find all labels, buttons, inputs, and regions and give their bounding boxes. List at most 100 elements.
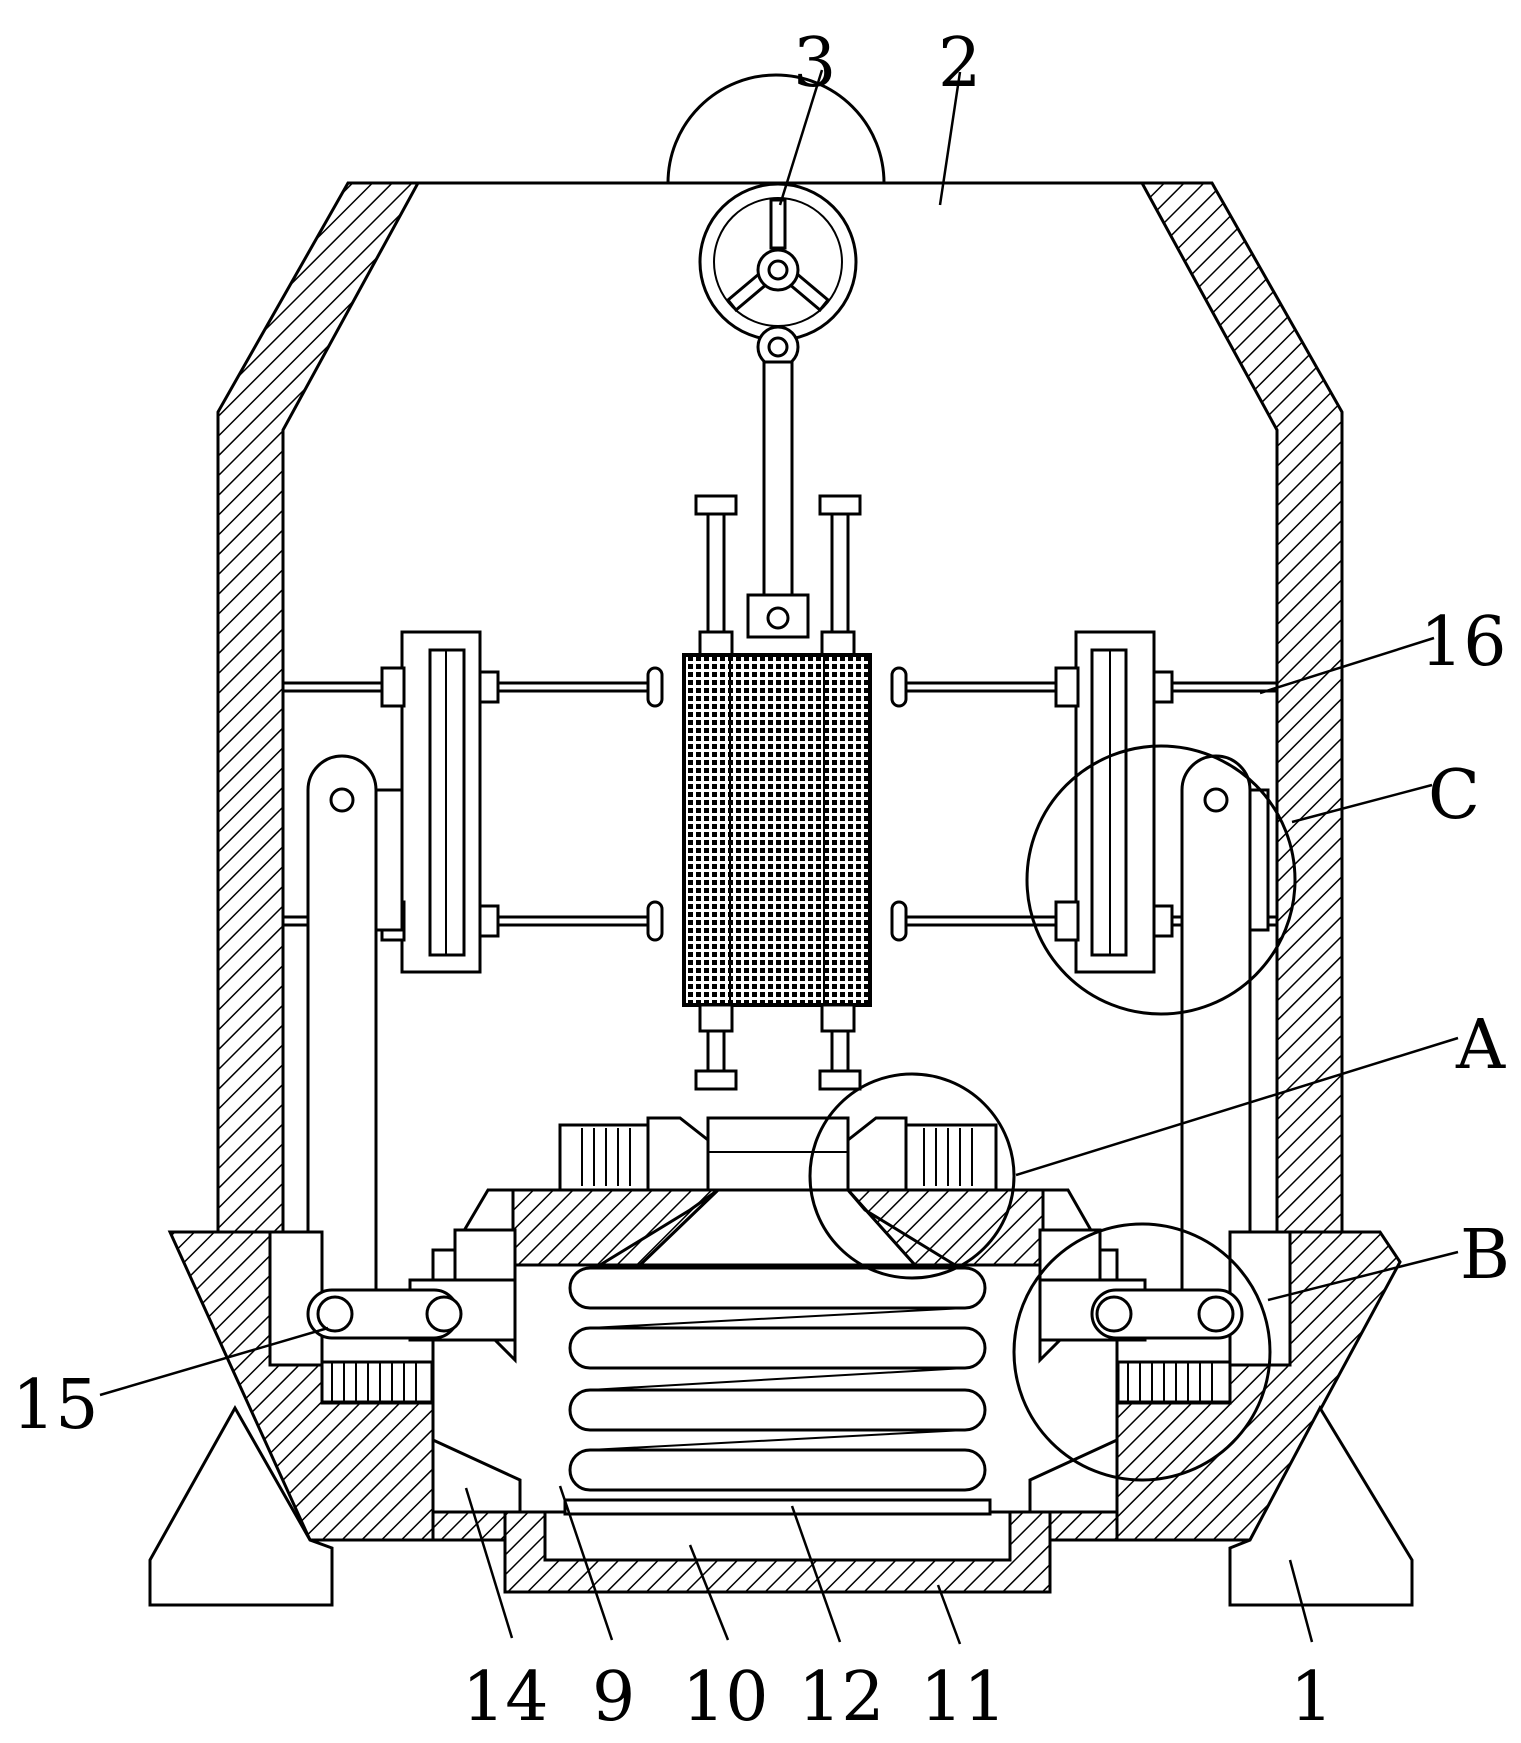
central-chamber: [431, 1248, 1119, 1594]
right-rack-block-lower: [1054, 900, 1080, 942]
label-1: 1: [1290, 1658, 1333, 1737]
right-rack-block-upper: [1054, 666, 1080, 708]
bottom-right-rod-cap: [818, 1069, 862, 1091]
leader-c: [1291, 783, 1433, 824]
label-3: 3: [793, 24, 836, 103]
right-swing-arm: [1180, 754, 1252, 1324]
leader-12: [790, 1505, 842, 1643]
detail-circle-b: [1012, 1222, 1272, 1482]
leader-1: [1288, 1559, 1314, 1643]
link-top-pin: [767, 336, 789, 358]
housing-top-dome: [666, 73, 886, 184]
left-pivot-pin-1: [316, 1295, 354, 1333]
leader-14: [464, 1487, 514, 1639]
label-c: C: [1428, 756, 1480, 835]
leader-15: [99, 1326, 329, 1397]
bellows-coil-2: [568, 1326, 987, 1370]
bellows-coil-1: [568, 1266, 987, 1310]
bellows-link-3: [589, 1429, 966, 1451]
right-base-spring: [1116, 1360, 1232, 1404]
top-left-rod: [706, 510, 726, 634]
left-rack-nut-upper: [478, 670, 500, 704]
bottom-right-rod-collar: [820, 1003, 856, 1033]
leader-b: [1267, 1250, 1459, 1302]
left-arm-bracket: [374, 788, 404, 932]
left-arm-top-pin: [329, 787, 355, 813]
label-11: 11: [920, 1658, 1007, 1737]
label-2: 2: [938, 24, 981, 103]
base-right-inner-slot: [1228, 1230, 1292, 1367]
grid-block: [682, 653, 872, 1007]
label-9: 9: [592, 1658, 635, 1737]
bellows-coil-4: [568, 1448, 987, 1492]
top-right-rod-cap: [818, 494, 862, 516]
chamber-lid: [453, 1188, 1102, 1270]
label-14: 14: [462, 1658, 549, 1737]
top-right-rod: [830, 510, 850, 634]
top-right-jaw: [846, 1116, 908, 1192]
right-pivot-pin-1: [1095, 1295, 1133, 1333]
base-springs: [320, 1360, 1232, 1404]
leader-10: [688, 1544, 730, 1641]
left-rack-nut-lower: [478, 904, 500, 938]
guide-end-right-lower: [890, 900, 908, 942]
detail-circle-c: [1025, 744, 1297, 1016]
label-a: A: [1455, 1006, 1506, 1085]
pivot-linkage: [306, 1228, 1244, 1364]
right-rack-nut-upper: [1152, 670, 1174, 704]
top-clamp: [558, 1116, 998, 1192]
right-pivot-pin-2: [1197, 1295, 1235, 1333]
bottom-left-rod-collar: [698, 1003, 734, 1033]
leader-2: [938, 71, 962, 206]
guide-end-left-upper: [646, 666, 664, 708]
tray-inner-10: [543, 1510, 1012, 1562]
bottom-left-rod-cap: [694, 1069, 738, 1091]
leader-9: [558, 1485, 614, 1641]
central-block-assembly: [682, 494, 872, 1091]
base: [148, 1230, 1414, 1607]
right-rack-plate: [1054, 630, 1174, 974]
top-clamp-center: [706, 1116, 850, 1192]
top-right-spring-coils: [923, 1128, 973, 1186]
connecting-link: [762, 360, 794, 599]
bottom-right-rod: [830, 1029, 850, 1073]
left-swing-arm: [306, 754, 378, 1324]
right-arm-bracket: [1248, 788, 1270, 932]
bellows-link-1: [589, 1307, 966, 1329]
reference-labels: 3 2 16 C A B 15 14 9 10 12 11 1: [12, 24, 1510, 1737]
top-left-rod-cap: [694, 494, 738, 516]
leader-a: [1015, 1036, 1459, 1177]
detail-circles: [808, 744, 1297, 1482]
label-16: 16: [1420, 603, 1507, 682]
right-base-spring-coils: [1127, 1362, 1213, 1402]
bellows-link-2: [589, 1367, 966, 1391]
link-bottom-pin: [766, 606, 790, 630]
leader-lines: [99, 69, 1459, 1645]
top-left-jaw: [646, 1116, 710, 1192]
handwheel: [698, 182, 858, 639]
bellows-coil-3: [568, 1388, 987, 1432]
left-base-spring-coils: [331, 1362, 417, 1402]
swing-arms: [306, 754, 1270, 1324]
bottom-left-rod: [706, 1029, 726, 1073]
left-rack-block-upper: [380, 666, 406, 708]
label-15: 15: [12, 1366, 99, 1445]
top-left-spring-coils: [581, 1128, 631, 1186]
top-right-rod-collar: [820, 630, 856, 658]
link-bracket: [746, 593, 810, 639]
handwheel-spoke-up: [769, 198, 787, 250]
guide-end-right-upper: [890, 666, 908, 708]
leader-11: [936, 1584, 962, 1645]
leader-16: [1259, 636, 1435, 695]
top-right-spring-housing: [904, 1123, 998, 1192]
top-left-rod-collar: [698, 630, 734, 658]
bellows-base-plate-12: [563, 1498, 992, 1516]
right-rack-nut-lower: [1152, 904, 1174, 938]
left-foot: [148, 1404, 334, 1607]
handwheel-hub-bore: [767, 259, 789, 281]
label-12: 12: [798, 1658, 885, 1737]
leader-3: [778, 69, 824, 206]
guide-end-left-lower: [646, 900, 664, 942]
right-foot: [1228, 1404, 1414, 1607]
